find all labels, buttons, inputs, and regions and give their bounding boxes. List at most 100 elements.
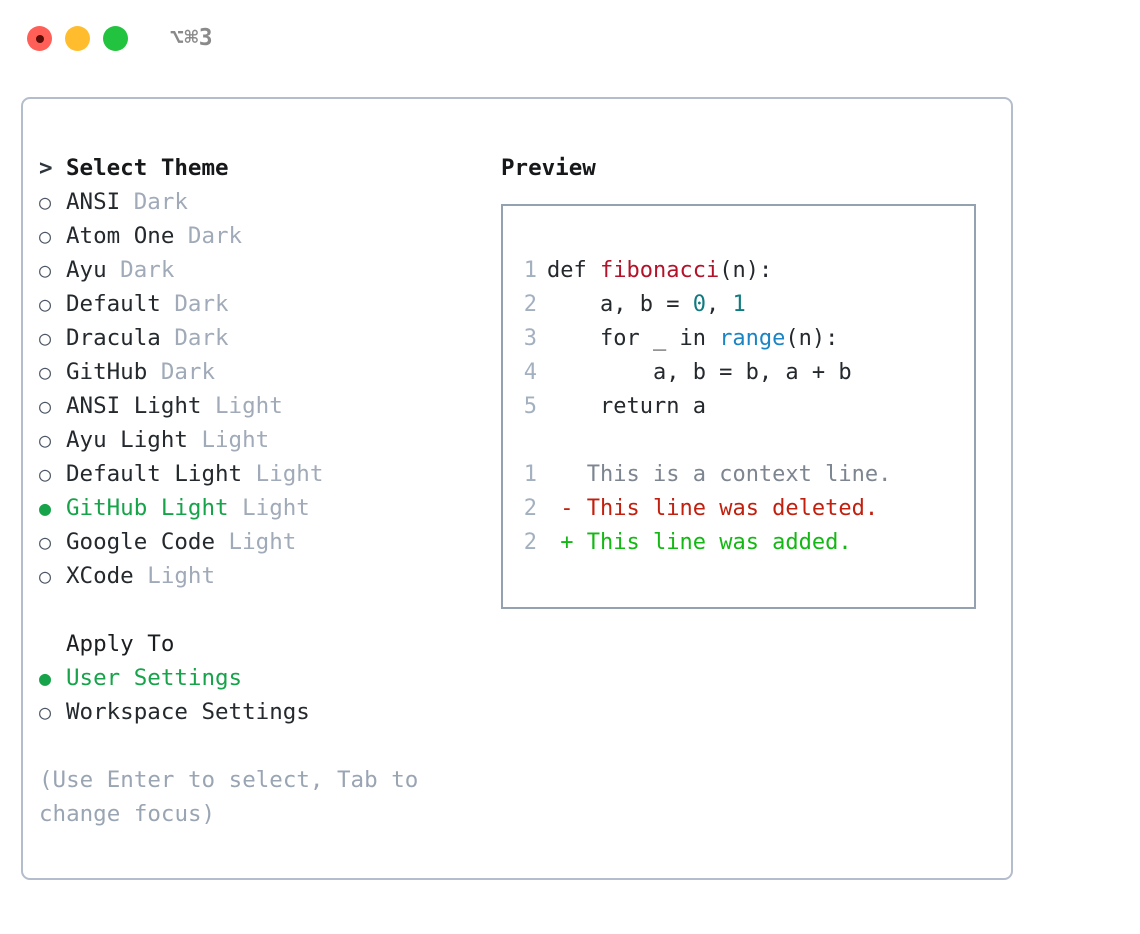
- theme-list-item[interactable]: ● GitHub Light Light: [39, 491, 489, 525]
- close-button[interactable]: [27, 26, 52, 51]
- diff-line-number: 2: [523, 530, 537, 555]
- radio-unselected-icon: ○: [39, 530, 64, 554]
- code-token: 0: [692, 292, 706, 317]
- theme-variant-badge: Dark: [160, 291, 229, 317]
- code-line: 3 for _ in range(n):: [515, 322, 968, 356]
- title-bar: ⌥⌘3: [0, 0, 1140, 78]
- diff-marker-icon: +: [547, 530, 587, 555]
- theme-name: Default Light: [66, 461, 243, 487]
- radio-unselected-icon: ○: [39, 394, 64, 418]
- code-token: for _ in: [547, 326, 720, 351]
- theme-name: Default: [66, 291, 161, 317]
- diff-line-text: This line was added.: [586, 530, 852, 555]
- apply-to-item[interactable]: ○ Workspace Settings: [39, 695, 489, 729]
- theme-name: GitHub: [66, 359, 148, 385]
- diff-line: 2 + This line was added.: [515, 526, 968, 560]
- diff-line-number: 1: [523, 462, 537, 487]
- radio-selected-icon: ●: [39, 666, 64, 690]
- theme-variant-badge: Light: [242, 461, 324, 487]
- radio-unselected-icon: ○: [39, 360, 64, 384]
- code-token: 1: [732, 292, 746, 317]
- radio-unselected-icon: ○: [39, 190, 64, 214]
- code-line-number: 5: [523, 394, 537, 419]
- theme-variant-badge: Dark: [120, 189, 188, 215]
- theme-list-item[interactable]: ○ Default Light Light: [39, 457, 489, 491]
- theme-name: Google Code: [66, 529, 216, 555]
- code-diff-separator: [515, 424, 968, 458]
- code-token: (n):: [719, 258, 773, 283]
- code-token: a, b =: [547, 292, 693, 317]
- help-text: (Use Enter to select, Tab to change focu…: [39, 767, 419, 827]
- diff-line: 1 This is a context line.: [515, 458, 968, 492]
- theme-list-item[interactable]: ○ Ayu Dark: [39, 253, 489, 287]
- theme-list-item[interactable]: ○ Google Code Light: [39, 525, 489, 559]
- apply-to-header: ○ Apply To: [39, 627, 489, 661]
- theme-name: ANSI: [66, 189, 121, 215]
- theme-name: Dracula: [66, 325, 161, 351]
- code-line-number: 3: [523, 326, 537, 351]
- radio-selected-icon: ●: [39, 496, 64, 520]
- maximize-button[interactable]: [103, 26, 128, 51]
- spacer-icon: ○: [39, 627, 66, 661]
- theme-variant-badge: Dark: [160, 325, 229, 351]
- minimize-button[interactable]: [65, 26, 90, 51]
- keyboard-shortcut-label: ⌥⌘3: [170, 25, 214, 51]
- theme-variant-badge: Light: [133, 563, 216, 589]
- code-line-number: 4: [523, 360, 537, 385]
- code-line: 4 a, b = b, a + b: [515, 356, 968, 390]
- radio-unselected-icon: ○: [39, 564, 64, 588]
- theme-variant-badge: Light: [228, 495, 310, 521]
- code-token: (n):: [785, 326, 839, 351]
- radio-unselected-icon: ○: [39, 428, 64, 452]
- code-line-number: 1: [523, 258, 537, 283]
- radio-unselected-icon: ○: [39, 224, 64, 248]
- diff-marker-icon: [547, 462, 587, 487]
- theme-variant-badge: Light: [215, 529, 297, 555]
- theme-list-item[interactable]: ○ Ayu Light Light: [39, 423, 489, 457]
- theme-list-item[interactable]: ○ Dracula Dark: [39, 321, 489, 355]
- theme-name: GitHub Light: [66, 495, 229, 521]
- select-theme-label: Select Theme: [66, 155, 229, 181]
- theme-picker-card: > Select Theme ○ ANSI Dark○ Atom One Dar…: [21, 97, 1013, 880]
- apply-to-list: ● User Settings○ Workspace Settings: [39, 661, 489, 729]
- theme-list-item[interactable]: ○ ANSI Light Light: [39, 389, 489, 423]
- select-theme-header: > Select Theme: [39, 151, 489, 185]
- diff-marker-icon: -: [547, 496, 587, 521]
- theme-variant-badge: Light: [201, 393, 283, 419]
- radio-unselected-icon: ○: [39, 326, 64, 350]
- theme-list-item[interactable]: ○ Default Dark: [39, 287, 489, 321]
- theme-list-item[interactable]: ○ ANSI Dark: [39, 185, 489, 219]
- radio-unselected-icon: ○: [39, 700, 64, 724]
- traffic-lights: [27, 26, 128, 51]
- theme-list-item[interactable]: ○ XCode Light: [39, 559, 489, 593]
- apply-to-item-label: User Settings: [66, 665, 243, 691]
- theme-name: Ayu: [66, 257, 107, 283]
- theme-variant-badge: Dark: [147, 359, 216, 385]
- code-token: fibonacci: [599, 258, 720, 283]
- theme-list-item[interactable]: ○ GitHub Dark: [39, 355, 489, 389]
- radio-unselected-icon: ○: [39, 258, 64, 282]
- theme-name: Ayu Light: [66, 427, 188, 453]
- code-token: ,: [705, 292, 733, 317]
- preview-title: Preview: [501, 155, 596, 181]
- theme-variant-badge: Dark: [106, 257, 175, 283]
- diff-line-text: This line was deleted.: [586, 496, 879, 521]
- apply-to-item[interactable]: ● User Settings: [39, 661, 489, 695]
- code-line: 5 return a: [515, 390, 968, 424]
- code-line-number: 2: [523, 292, 537, 317]
- code-token: range: [719, 326, 786, 351]
- code-token: return a: [547, 394, 706, 419]
- code-line: 2 a, b = 0, 1: [515, 288, 968, 322]
- diff-line-text: This is a context line.: [586, 462, 892, 487]
- prompt-caret-icon: >: [39, 155, 67, 181]
- theme-name: ANSI Light: [66, 393, 202, 419]
- theme-list-item[interactable]: ○ Atom One Dark: [39, 219, 489, 253]
- radio-unselected-icon: ○: [39, 292, 64, 316]
- theme-selection-pane: > Select Theme ○ ANSI Dark○ Atom One Dar…: [39, 151, 489, 831]
- diff-line-number: 2: [523, 496, 537, 521]
- theme-name: Atom One: [66, 223, 175, 249]
